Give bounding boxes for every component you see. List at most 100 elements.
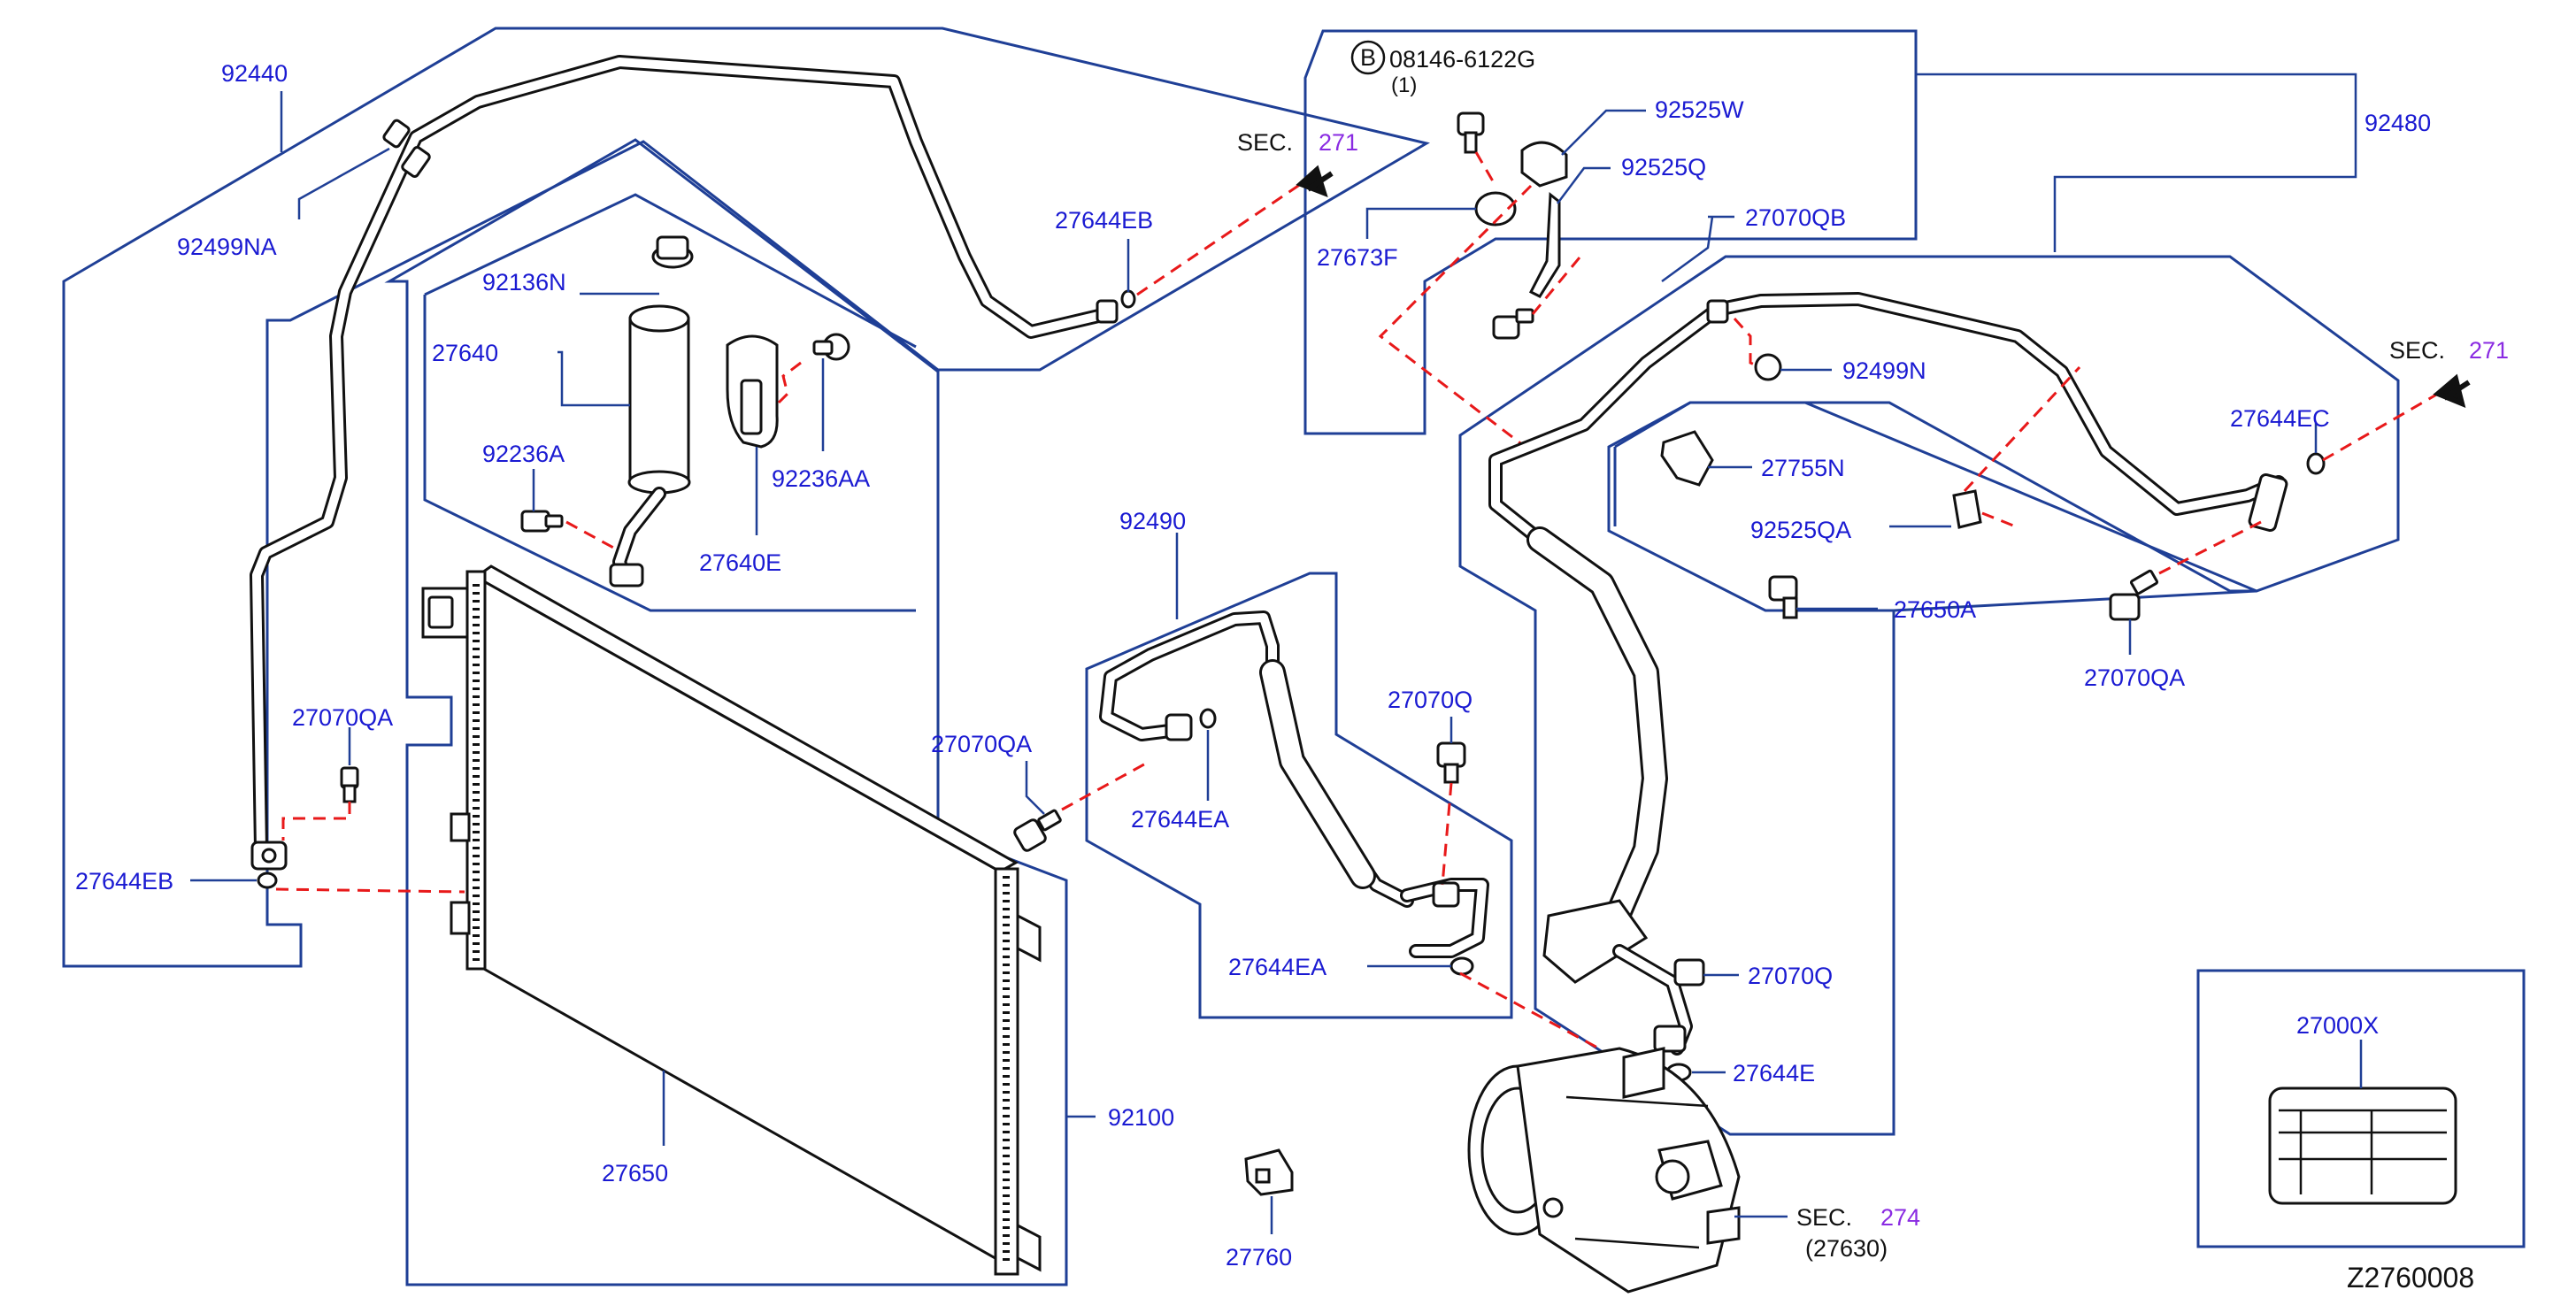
- part-label-27673F: 27673F: [1317, 244, 1398, 271]
- bolt-spec-circle: [1350, 40, 1386, 75]
- muffler-92480: [1542, 899, 1649, 984]
- part-label-27000X: 27000X: [2296, 1012, 2379, 1039]
- oring-27644EA-bottom: [1449, 956, 1474, 976]
- sec-prefix-right: SEC.: [2389, 337, 2445, 364]
- bolt-08146-head: [1457, 111, 1485, 136]
- condenser-left-port-2: [450, 901, 471, 935]
- dash-27644EB-left: [275, 887, 465, 894]
- drier-27640: [628, 317, 690, 493]
- sec-prefix-compressor: SEC.: [1796, 1204, 1852, 1231]
- bracket-92525Q: [1528, 192, 1561, 298]
- bolt-spec-symbol: B: [1360, 44, 1376, 71]
- part-label-27644EC: 27644EC: [2230, 405, 2330, 432]
- dash-92499N: [1733, 317, 1757, 367]
- part-label-92525QA: 92525QA: [1750, 517, 1851, 543]
- bolt-27070QA-mid-shaft: [1037, 809, 1062, 832]
- sensor-27755N: [1660, 430, 1714, 487]
- sec-ref-274: 274: [1880, 1204, 1920, 1231]
- dash-sec271-top: [1136, 182, 1302, 296]
- dash-27070Q-mid: [1441, 782, 1453, 886]
- group-boundary-27000X: [2196, 969, 2526, 1248]
- part-label-92236AA: 92236AA: [772, 465, 870, 492]
- part-label-27640: 27640: [432, 340, 498, 366]
- bolt-27070QA-right-head: [2109, 593, 2141, 621]
- bolt-92236A-shaft: [544, 514, 564, 528]
- group-boundary-27640: [423, 193, 917, 612]
- diagram-code: Z2760008: [2347, 1262, 2474, 1294]
- bolt-27070QB-head: [1492, 315, 1520, 340]
- part-label-27644EA-top: 27644EA: [1131, 806, 1229, 833]
- part-label-92490: 92490: [1119, 508, 1186, 534]
- pipe-92440-fitting-right: [1096, 299, 1119, 324]
- part-label-92499NA: 92499NA: [177, 234, 277, 260]
- bolt-27070QA-mid: [1013, 818, 1047, 852]
- drier-top: [628, 304, 690, 333]
- part-label-92440: 92440: [221, 60, 288, 87]
- label-plate-grid: [2279, 1109, 2447, 1194]
- leader-92525W: [1561, 109, 1646, 156]
- sec-ref-271-right: 271: [2469, 337, 2509, 364]
- part-label-27070QA-mid: 27070QA: [931, 731, 1032, 757]
- fitting-92499N: [1706, 299, 1729, 324]
- cap-92499NA-a: [382, 119, 411, 149]
- bolt-spec-number: 08146-6122G: [1389, 46, 1535, 73]
- leader-27673F: [1365, 207, 1476, 239]
- group-boundary-92480-bracket: [1303, 29, 1918, 435]
- dash-27070QA-mid: [1061, 759, 1151, 811]
- leader-27070QB: [1661, 215, 1734, 283]
- compressor-27630: [1467, 1047, 1741, 1294]
- oring-27644EB-left: [257, 871, 278, 889]
- fitting-hole-icon: [261, 848, 277, 864]
- dash-92236AA: [777, 361, 802, 404]
- part-label-92525W: 92525W: [1655, 96, 1744, 123]
- drier-outlet-fitting: [609, 563, 644, 587]
- condenser-mount-block: [427, 595, 454, 629]
- group-boundary-27755N: [1613, 401, 2257, 612]
- drier-cap-92136N-body: [656, 235, 689, 260]
- bolt-27070QA-right-shaft: [2129, 569, 2159, 595]
- bolt-27070Q-right-head: [1673, 958, 1705, 987]
- part-label-27070QA-right: 27070QA: [2084, 664, 2185, 691]
- connector-27760-slot: [1255, 1168, 1271, 1184]
- compressor-ref: (27630): [1805, 1235, 1888, 1262]
- bracket-27640E-clip: [740, 379, 763, 435]
- part-label-27640E: 27640E: [699, 549, 781, 576]
- group-boundary-92480-hose: [1458, 255, 2400, 1136]
- leader-92480: [1916, 73, 2357, 252]
- dash-bolt-08146: [1474, 151, 1497, 187]
- cap-92499N: [1754, 353, 1782, 381]
- condenser-27650-core: [474, 574, 1002, 1263]
- arrow-sec271-right: [2433, 373, 2471, 409]
- bracket-92525W: [1520, 141, 1568, 188]
- part-label-92525Q: 92525Q: [1621, 154, 1706, 180]
- part-label-27650A: 27650A: [1894, 596, 1976, 623]
- dash-sec271-right: [2322, 392, 2439, 462]
- dash-92525QA: [1963, 365, 2081, 529]
- part-label-27644E: 27644E: [1733, 1060, 1815, 1086]
- part-label-27070QA-left: 27070QA: [292, 704, 393, 731]
- bolt-27650A-shaft: [1782, 596, 1798, 619]
- part-label-27644EB-left: 27644EB: [75, 868, 173, 895]
- pipe-92490-fitting: [1165, 713, 1193, 741]
- part-label-27755N: 27755N: [1761, 455, 1845, 481]
- pipe-92480-outlet-fitting: [1653, 1025, 1687, 1053]
- part-label-27644EA-bottom: 27644EA: [1228, 954, 1326, 980]
- bolt-27070QA-left-shaft: [342, 784, 357, 803]
- pipe-92480-left-inner: [1491, 305, 1721, 544]
- fitting-92480-right: [2248, 472, 2288, 533]
- dash-bracket-down: [1378, 184, 1533, 453]
- condenser-27650-top: [473, 564, 1019, 873]
- bolt-27070QB-shaft: [1515, 308, 1534, 324]
- leader-92525Q: [1557, 166, 1611, 204]
- condenser-bracket-right-top: [1016, 913, 1042, 963]
- part-label-92136N: 92136N: [482, 269, 566, 296]
- sec-prefix-top: SEC.: [1237, 129, 1293, 156]
- part-label-27070Q-right: 27070Q: [1748, 963, 1833, 989]
- clip-92525QA: [1952, 489, 1982, 529]
- condenser-left-port: [450, 812, 471, 842]
- condenser-bracket-right-bottom: [1016, 1223, 1042, 1272]
- part-label-92480: 92480: [2365, 110, 2431, 136]
- group-boundary-92490: [1085, 572, 1513, 1019]
- bolt-27650A-head: [1768, 575, 1798, 602]
